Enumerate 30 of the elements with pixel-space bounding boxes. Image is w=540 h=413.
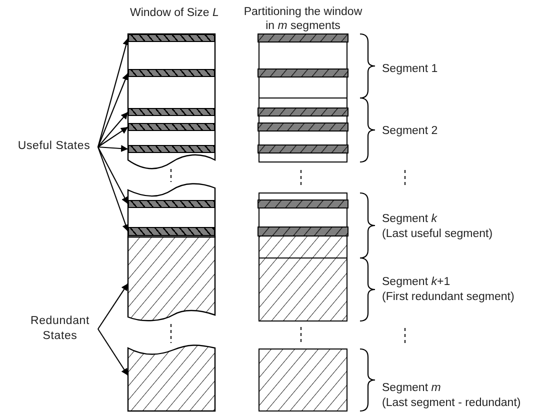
segment-label: Segment 2 bbox=[382, 124, 438, 138]
state-bar bbox=[128, 123, 215, 131]
arrow bbox=[97, 38, 130, 148]
redundant-block bbox=[128, 237, 215, 323]
arrow bbox=[98, 328, 128, 376]
segment-note: (Last segment - redundant) bbox=[382, 396, 521, 410]
segment-label: Segment m bbox=[382, 381, 441, 395]
redundant-block bbox=[128, 344, 215, 411]
arrow bbox=[98, 146, 128, 204]
segment-note: (Last useful segment) bbox=[382, 227, 493, 241]
segment-label: Segment k bbox=[382, 212, 437, 226]
state-bar bbox=[128, 34, 215, 42]
arrow bbox=[98, 112, 128, 148]
arrow bbox=[98, 126, 128, 148]
window-title: Window of Size L bbox=[130, 6, 219, 20]
state-label: Useful States bbox=[10, 139, 98, 155]
arrow bbox=[97, 146, 129, 232]
state-bar bbox=[128, 227, 215, 236]
state-label: Redundant States bbox=[22, 314, 98, 344]
state-bar bbox=[128, 69, 215, 77]
segment-label: Segment 1 bbox=[382, 62, 438, 76]
state-bar bbox=[128, 145, 215, 153]
window-title: Partitioning the window in m segments bbox=[242, 5, 364, 33]
state-bar bbox=[128, 108, 215, 116]
arrow bbox=[98, 283, 128, 330]
segment-note: (First redundant segment) bbox=[382, 290, 514, 304]
state-bar bbox=[128, 200, 215, 208]
segment-label: Segment k+1 bbox=[382, 275, 450, 289]
arrow bbox=[98, 145, 128, 152]
arrow bbox=[98, 72, 129, 148]
